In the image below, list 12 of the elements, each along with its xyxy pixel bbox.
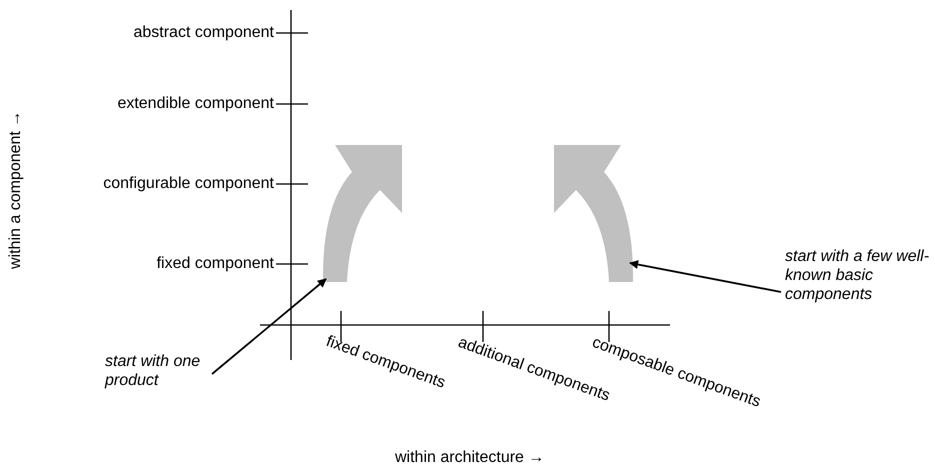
tick-label: fixed component [156, 254, 274, 273]
tick-label: configurable component [103, 174, 274, 193]
axis-title: within architecture → [395, 448, 544, 467]
tick-label: extendible component [117, 94, 274, 113]
leader-arrow [211, 278, 327, 375]
curved-arrow [554, 145, 633, 282]
curved-arrow [323, 145, 402, 282]
tick-label: abstract component [133, 23, 274, 42]
callout-text: start with one product [105, 352, 215, 390]
leader-arrow [629, 260, 782, 293]
callout-text: start with a few well-known basic components [785, 247, 935, 304]
axis-title: within a component → [6, 110, 25, 269]
